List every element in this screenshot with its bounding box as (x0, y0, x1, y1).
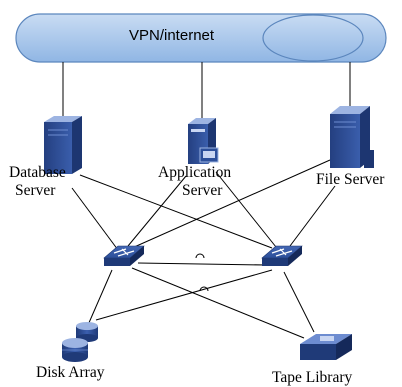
database-server-icon (44, 116, 82, 174)
database-server-label-line1: Database (9, 164, 66, 181)
disk-array-icon (62, 322, 98, 362)
vpn-internet-cloud (15, 13, 387, 63)
tape-library-label: Tape Library (272, 369, 353, 386)
switch-left-icon (103, 245, 145, 266)
application-server-label-line1: Application (158, 164, 232, 181)
link-switch-switch (137, 262, 267, 266)
line-hops (195, 253, 209, 292)
link-application-switch-left (127, 175, 187, 247)
link-file-switch-right (289, 185, 336, 247)
file-server-icon (330, 106, 374, 168)
link-switch-right-disk (95, 269, 273, 321)
cloud-label: VPN/internet (129, 27, 215, 44)
link-switch-right-tape (283, 271, 315, 333)
link-database-switch-left (71, 187, 119, 251)
database-server-label-line2: Server (15, 182, 56, 199)
tape-library-icon (300, 334, 352, 360)
connection-lines (62, 62, 351, 339)
disk-array-label: Disk Array (36, 364, 105, 381)
link-application-switch-right (215, 171, 277, 248)
link-switch-left-disk (87, 269, 113, 326)
link-switch-left-tape (131, 267, 305, 339)
application-server-label-line2: Server (182, 182, 223, 199)
file-server-label: File Server (316, 171, 385, 188)
application-server-icon (188, 118, 219, 164)
link-database-switch-right (79, 174, 273, 249)
switch-right-icon (261, 245, 303, 266)
link-file-switch-left (131, 159, 331, 249)
